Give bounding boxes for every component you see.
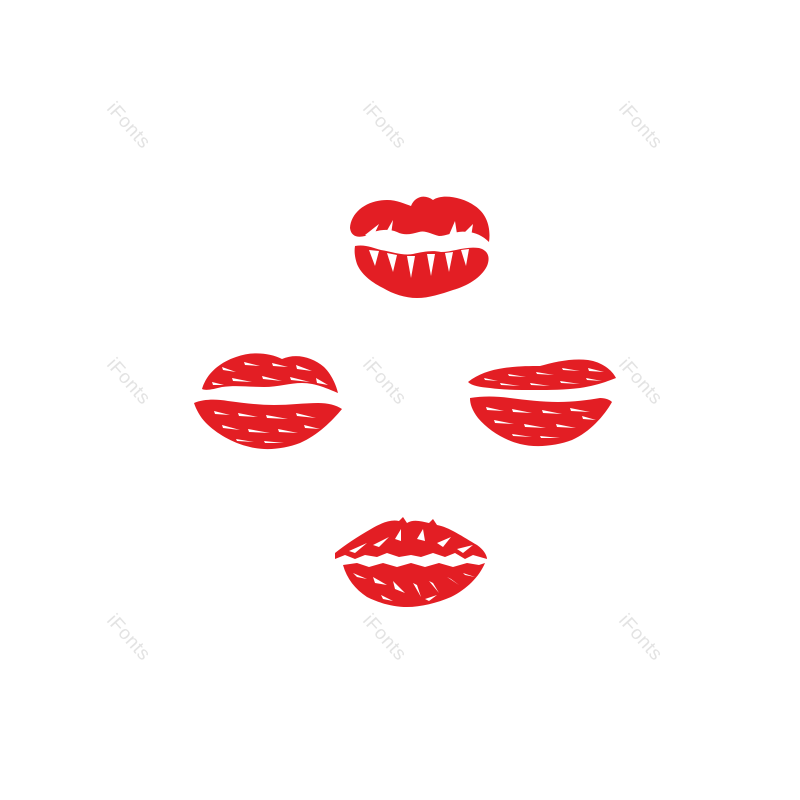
grunge-streaks — [484, 368, 604, 438]
lower-lip — [470, 396, 612, 447]
watermark-text: iFonts — [614, 98, 667, 154]
lip-creases — [365, 220, 473, 278]
kiss-mark-right — [468, 359, 616, 447]
lower-lip — [354, 245, 489, 298]
watermark-text: iFonts — [358, 98, 411, 154]
lower-lip — [194, 399, 342, 450]
watermark-text: iFonts — [614, 354, 667, 410]
watermark-text: iFonts — [358, 610, 411, 666]
jagged-streaks — [349, 529, 475, 601]
kiss-mark-top — [350, 196, 490, 298]
watermark-text: iFonts — [102, 354, 155, 410]
upper-lip — [335, 517, 487, 559]
watermark-text: iFonts — [102, 610, 155, 666]
upper-lip — [468, 359, 616, 390]
kiss-mark-left — [194, 353, 342, 450]
grunge-streaks — [212, 362, 328, 443]
kiss-mark-bottom — [335, 517, 487, 607]
watermark-text: iFonts — [358, 354, 411, 410]
watermark-text: iFonts — [614, 610, 667, 666]
upper-lip — [202, 353, 338, 393]
watermark-text: iFonts — [102, 98, 155, 154]
lower-lip — [343, 563, 485, 607]
